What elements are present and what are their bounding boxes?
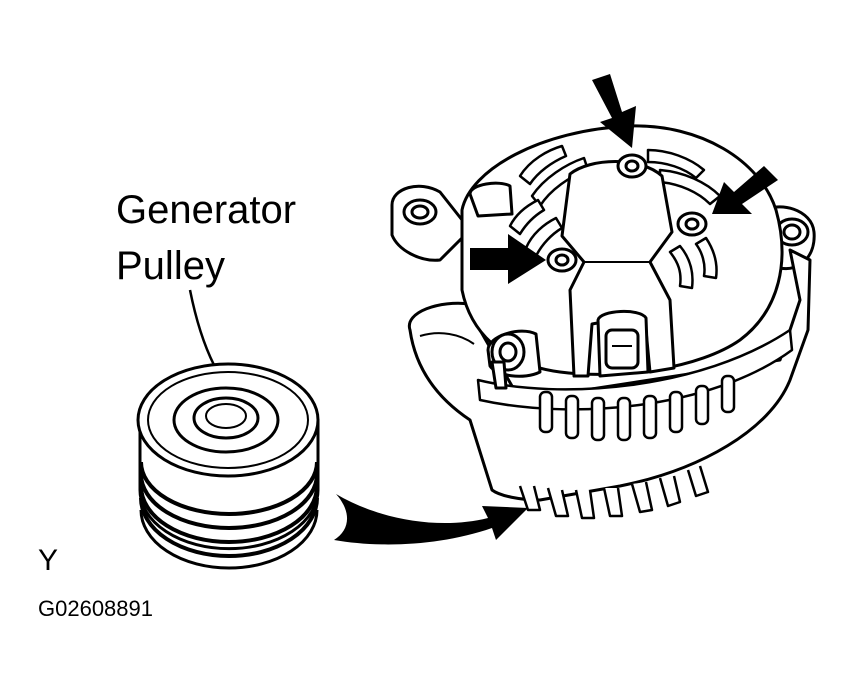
figure-code: G02608891 <box>38 596 153 621</box>
alternator <box>390 124 816 520</box>
arrow-left <box>470 234 546 284</box>
callout-label-line1: Generator <box>116 188 297 232</box>
leader-line <box>188 289 216 366</box>
arrow-right <box>712 166 778 214</box>
corner-letter: Y <box>38 544 59 577</box>
callout-label-line2: Pulley <box>116 244 225 288</box>
generator-pulley <box>136 362 320 570</box>
arrow-top <box>592 74 636 148</box>
curved-arrow-icon <box>334 494 528 545</box>
solid-arrow-icon <box>470 74 778 284</box>
